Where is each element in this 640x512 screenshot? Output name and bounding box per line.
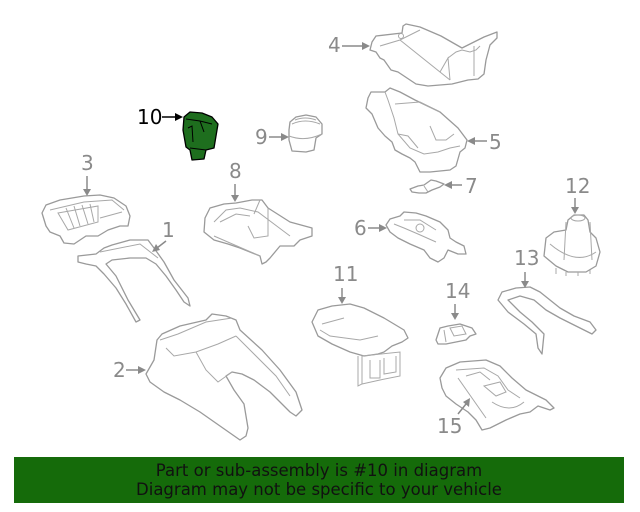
callout-3[interactable]: 3 <box>81 151 94 196</box>
part-8[interactable] <box>203 199 313 265</box>
part-4[interactable] <box>369 23 498 87</box>
callout-label-8: 8 <box>229 159 242 183</box>
callout-label-4: 4 <box>328 33 341 57</box>
callout-label-10: 10 <box>137 105 162 129</box>
info-banner: Part or sub-assembly is #10 in diagram D… <box>14 457 624 503</box>
part-14[interactable] <box>435 323 477 345</box>
banner-line-part-number: Part or sub-assembly is #10 in diagram <box>155 461 483 480</box>
callout-label-1: 1 <box>162 218 175 242</box>
part-11[interactable] <box>311 303 409 387</box>
callout-label-13: 13 <box>514 246 539 270</box>
callout-label-12: 12 <box>565 174 590 198</box>
callout-6[interactable]: 6 <box>354 216 387 240</box>
part-13[interactable] <box>497 286 597 355</box>
callout-label-6: 6 <box>354 216 367 240</box>
part-5[interactable] <box>365 87 468 173</box>
callout-label-14: 14 <box>445 279 470 303</box>
callout-label-2: 2 <box>113 358 126 382</box>
callout-label-7: 7 <box>465 174 478 198</box>
part-2[interactable] <box>145 313 303 441</box>
callout-label-11: 11 <box>333 262 358 286</box>
part-10-shift-knob[interactable] <box>182 111 219 161</box>
callout-2[interactable]: 2 <box>113 358 146 382</box>
callout-label-3: 3 <box>81 151 94 175</box>
callout-13[interactable]: 13 <box>514 246 539 288</box>
part-12[interactable] <box>543 214 601 276</box>
callout-8[interactable]: 8 <box>229 159 242 202</box>
part-3[interactable] <box>41 194 131 245</box>
callout-4[interactable]: 4 <box>328 33 370 57</box>
callout-11[interactable]: 11 <box>333 262 358 304</box>
callout-1[interactable]: 1 <box>152 218 175 252</box>
banner-line-disclaimer: Diagram may not be specific to your vehi… <box>136 480 502 499</box>
part-7[interactable] <box>409 179 445 194</box>
callout-9[interactable]: 9 <box>255 125 289 149</box>
callout-10[interactable]: 10 <box>137 105 183 129</box>
callout-label-15: 15 <box>437 414 462 438</box>
callout-7[interactable]: 7 <box>444 174 478 198</box>
callout-12[interactable]: 12 <box>565 174 590 214</box>
callout-15[interactable]: 15 <box>437 398 470 438</box>
callout-5[interactable]: 5 <box>467 130 502 154</box>
callout-14[interactable]: 14 <box>445 279 470 320</box>
callout-label-9: 9 <box>255 125 268 149</box>
part-9[interactable] <box>288 114 323 153</box>
part-1[interactable] <box>77 239 191 323</box>
part-6[interactable] <box>385 211 467 263</box>
callout-label-5: 5 <box>489 130 502 154</box>
part-15[interactable] <box>439 359 555 431</box>
parts-diagram: 4 5 7 10 <box>41 23 601 441</box>
